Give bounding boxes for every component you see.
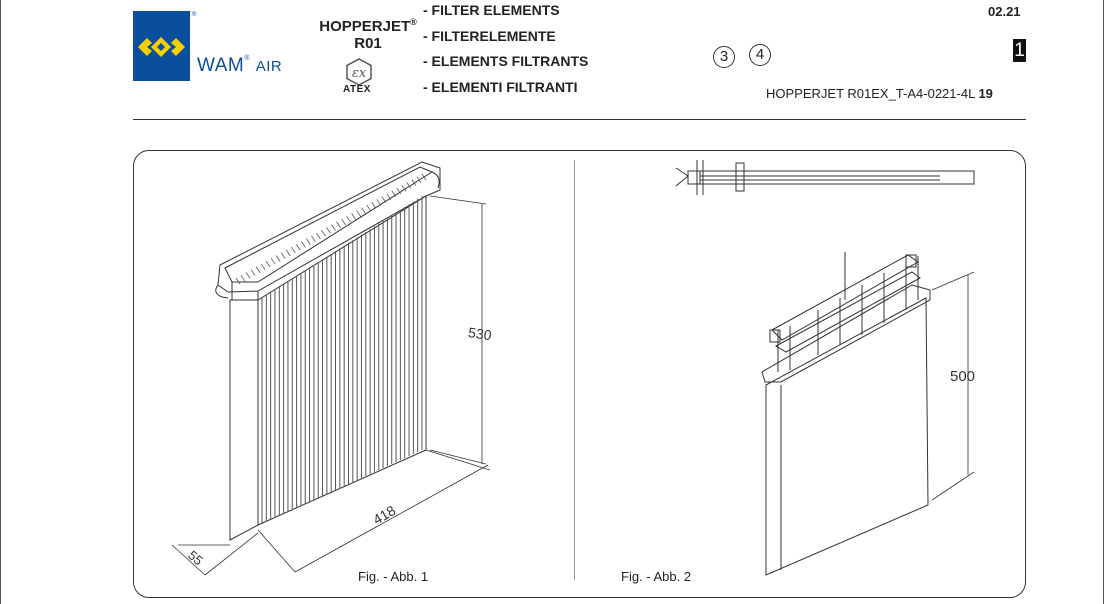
title-fr: - ELEMENTS FILTRANTS bbox=[423, 53, 589, 69]
pleat-tick bbox=[275, 255, 281, 262]
circled-ref-3: 3 bbox=[713, 46, 735, 68]
product-name: HOPPERJET bbox=[319, 18, 411, 35]
pleat-tick bbox=[411, 179, 417, 186]
product-registered-mark: ® bbox=[410, 17, 417, 27]
pleat-tick bbox=[346, 215, 351, 223]
dimension-500: 500 bbox=[950, 368, 975, 385]
svg-text:εx: εx bbox=[352, 66, 367, 81]
pleat-tick bbox=[295, 244, 301, 251]
pleat-tick bbox=[341, 218, 346, 226]
figure-1-drawing: 530 418 55 bbox=[171, 161, 493, 576]
ex-hexagon-icon: εx bbox=[345, 58, 373, 86]
pleat-tick bbox=[260, 263, 266, 271]
title-en: - FILTER ELEMENTS bbox=[423, 2, 560, 18]
page-edge-left bbox=[0, 0, 1, 604]
pleat-tick bbox=[371, 201, 377, 209]
page-number: 19 bbox=[978, 86, 993, 101]
dimension-418: 418 bbox=[370, 502, 398, 528]
logo-wordmark: WAM® AIR bbox=[197, 55, 283, 76]
page-edge-right bbox=[1103, 0, 1104, 604]
pleat-tick bbox=[376, 199, 382, 206]
pleat-tick bbox=[361, 207, 367, 214]
circled-ref-4: 4 bbox=[749, 44, 771, 66]
section-number: 1 bbox=[1013, 39, 1026, 62]
document-reference: HOPPERJET R01EX_T-A4-0221-4L 19 bbox=[766, 86, 993, 101]
pleat-tick bbox=[245, 272, 251, 279]
pleat-tick bbox=[280, 252, 286, 259]
pleat-tick bbox=[396, 187, 402, 195]
dimension-530: 530 bbox=[467, 324, 493, 343]
pleat-tick bbox=[311, 235, 316, 243]
pleat-tick bbox=[421, 173, 427, 181]
dimension-55: 55 bbox=[185, 547, 206, 568]
figure-panel bbox=[133, 150, 1026, 598]
pleat-tick bbox=[336, 221, 341, 229]
wam-diamond-logo-icon bbox=[133, 11, 190, 81]
pleat-tick bbox=[416, 176, 422, 184]
product-model: R01 bbox=[354, 35, 382, 52]
pleat-tick bbox=[331, 224, 336, 231]
title-de: - FILTERELEMENTE bbox=[423, 28, 556, 44]
pleat-tick bbox=[306, 238, 311, 245]
header-rule bbox=[133, 119, 1026, 120]
document-code: HOPPERJET R01EX_T-A4-0221-4L bbox=[766, 86, 975, 101]
pleat-tick bbox=[406, 182, 412, 189]
pleat-tick bbox=[285, 249, 291, 257]
pleat-tick bbox=[366, 204, 372, 212]
pleat-tick bbox=[301, 241, 306, 248]
pleat-tick bbox=[326, 227, 331, 234]
product-name-block: HOPPERJET® R01 bbox=[313, 14, 423, 52]
figure-2-drawing: 500 bbox=[675, 160, 975, 576]
pleat-tick bbox=[270, 258, 276, 265]
pleat-tick bbox=[316, 232, 321, 240]
pleat-tick bbox=[391, 190, 397, 198]
pleat-tick bbox=[356, 210, 361, 217]
pleat-tick bbox=[235, 277, 241, 285]
pleat-tick bbox=[401, 185, 407, 192]
pleat-tick bbox=[386, 193, 392, 200]
pleat-tick bbox=[321, 229, 326, 237]
figure-1-caption: Fig. - Abb. 1 bbox=[358, 569, 429, 584]
title-it: - ELEMENTI FILTRANTI bbox=[423, 79, 578, 95]
pleat-tick bbox=[265, 260, 271, 268]
pleat-tick bbox=[240, 274, 246, 282]
figure-divider bbox=[574, 160, 575, 580]
pleat-tick bbox=[250, 269, 256, 276]
pleat-tick bbox=[381, 196, 387, 203]
wam-air-logo: ® WAM® AIR bbox=[133, 11, 288, 81]
pleat-tick bbox=[351, 213, 356, 220]
pleat-tick bbox=[290, 246, 296, 254]
pleat-tick bbox=[255, 266, 261, 273]
registered-mark: ® bbox=[192, 12, 197, 18]
figure-2-caption: Fig. - Abb. 2 bbox=[621, 569, 692, 584]
revision-date: 02.21 bbox=[988, 4, 1021, 19]
atex-label: ATEX bbox=[343, 84, 371, 95]
